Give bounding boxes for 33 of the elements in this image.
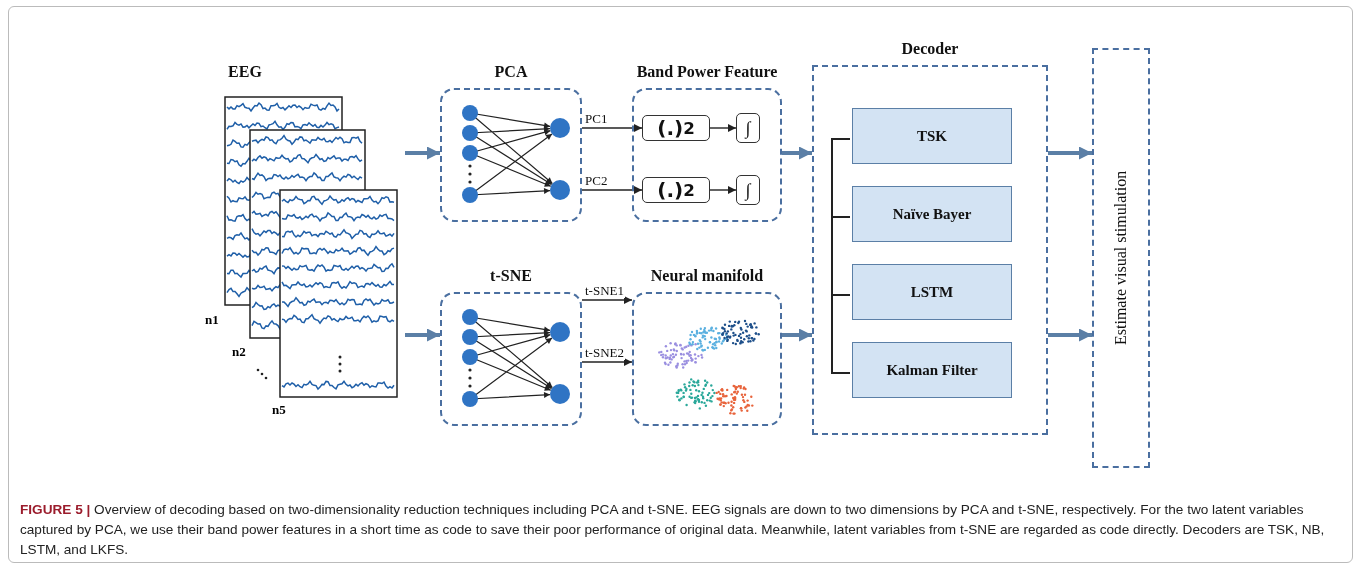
- panel-title: t-SNE: [489, 266, 533, 286]
- hollow-arrow: [782, 146, 812, 160]
- channel-label: n1: [205, 312, 219, 328]
- hollow-arrow: [1048, 146, 1092, 160]
- hollow-arrow: [405, 328, 440, 342]
- edge-label: PC2: [584, 174, 609, 188]
- integral-box: ∫: [736, 113, 760, 143]
- panel-title: Decoder: [900, 39, 960, 59]
- hollow-arrow: [782, 328, 812, 342]
- decoder-box: LSTM: [852, 264, 1012, 320]
- arrow: [581, 358, 633, 366]
- decoder-box: TSK: [852, 108, 1012, 164]
- hollow-arrow: [405, 146, 440, 160]
- arrow: [581, 186, 643, 194]
- edge-label: PC1: [584, 112, 609, 126]
- integral-box: ∫: [736, 175, 760, 205]
- arrow: [581, 296, 633, 304]
- panel-title: PCA: [493, 62, 529, 82]
- edge-label: t-SNE2: [584, 346, 625, 360]
- caption: FIGURE 5 | Overview of decoding based on two-dimensionality reduction techniques including PCA and t-SNE. EEG signals are down to two dimensions by PCA and t-SNE, respectively. For the two latent variables captured by PCA, we use their band power features in a short time as code to save their poor performance of original data. Meanwhile, latent variables from t-SNE are regarded as code directly. Decoders are TSK, NB, LSTM, and LKFS.: [20, 501, 1326, 559]
- arrow: [581, 124, 643, 132]
- channel-label: n5: [272, 402, 286, 418]
- hollow-arrow: [1048, 328, 1092, 342]
- edge-label: t-SNE1: [584, 284, 625, 298]
- channel-label: n2: [232, 344, 246, 360]
- decoder-box: Naïve Bayer: [852, 186, 1012, 242]
- panel-title: Neural manifold: [649, 266, 765, 286]
- decoder-box: Kalman Filter: [852, 342, 1012, 398]
- arrow: [709, 186, 737, 194]
- panel-title: Band Power Feature: [635, 62, 779, 82]
- arrow: [709, 124, 737, 132]
- panel-title: EEG: [227, 62, 263, 82]
- dashed-output-box: Estimate visual stimulation: [1092, 48, 1150, 468]
